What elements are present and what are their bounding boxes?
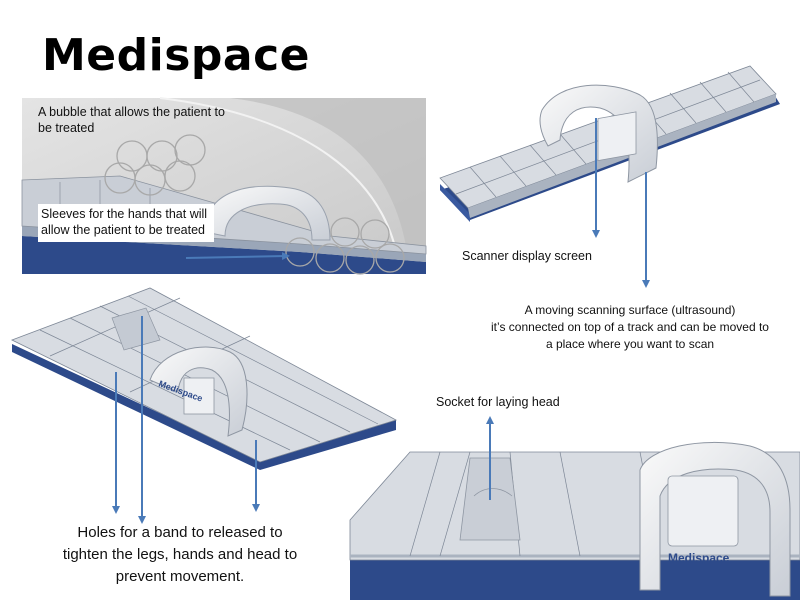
bed-top-right (439, 65, 780, 222)
label-bubble: A bubble that allows the patient to be t… (38, 105, 225, 135)
label-holes-line1: Holes for a band to released to (77, 524, 283, 541)
label-surface: A moving scanning surface (ultrasound) i… (460, 302, 800, 353)
arrows (112, 118, 650, 524)
bed-middle-left: Medispace (10, 287, 398, 470)
label-socket: Socket for laying head (436, 395, 560, 409)
label-holes-line2: tighten the legs, hands and head to (62, 546, 298, 563)
label-surface-line3: a place where you want to scan (545, 337, 715, 351)
arrow-sleeves (185, 252, 290, 261)
page-title: Medispace (42, 30, 311, 81)
label-surface-line1: A moving scanning surface (ultrasound) (524, 303, 736, 317)
bed-bottom-right: Medispace (349, 441, 800, 600)
label-sleeves: Sleeves for the hands that will allow th… (38, 204, 214, 242)
bubble-render (21, 97, 427, 275)
brand-mark-large: Medispace (668, 551, 730, 565)
label-scanner: Scanner display screen (462, 249, 592, 263)
label-surface-line2: it’s connected on top of a track and can… (491, 320, 769, 334)
label-holes: Holes for a band to released to tighten … (30, 522, 330, 588)
label-holes-line3: prevent movement. (115, 568, 245, 585)
